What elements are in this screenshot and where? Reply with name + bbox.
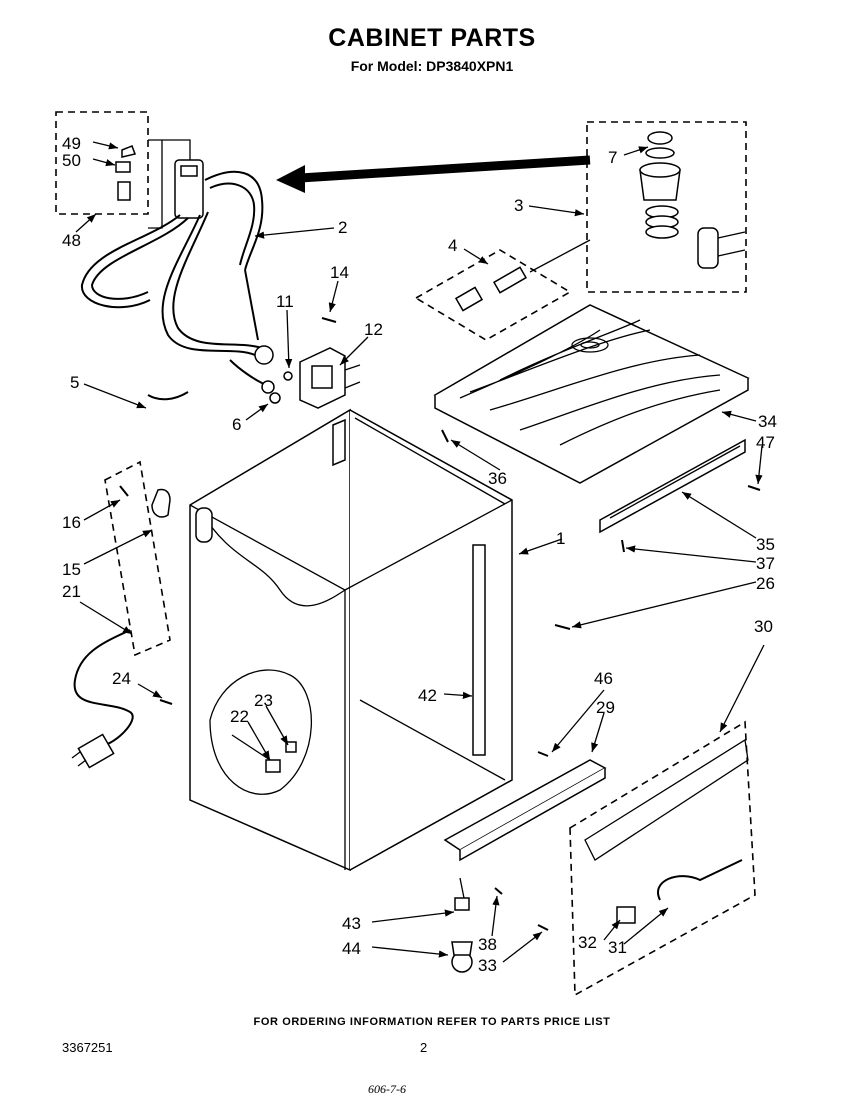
direction-arrowhead (276, 165, 305, 193)
label-14: 14 (330, 263, 349, 282)
label-32: 32 (578, 933, 597, 952)
label-50: 50 (62, 151, 81, 170)
screws (119, 317, 761, 931)
base-rail (443, 759, 607, 862)
valve-filter-kit-box (586, 121, 747, 293)
label-44: 44 (342, 939, 361, 958)
label-33: 33 (478, 956, 497, 975)
direction-arrow (299, 155, 591, 183)
label-4: 4 (448, 236, 457, 255)
fill-valve-and-hoses (80, 159, 275, 394)
label-6: 6 (232, 415, 241, 434)
ordering-note: FOR ORDERING INFORMATION REFER TO PARTS … (253, 1016, 611, 1028)
label-24: 24 (112, 669, 131, 688)
side-rail (599, 438, 746, 534)
label-26: 26 (756, 574, 775, 593)
label-23: 23 (254, 691, 273, 710)
label-16: 16 (62, 513, 81, 532)
label-49: 49 (62, 134, 81, 153)
label-35: 35 (756, 535, 775, 554)
label-11: 11 (276, 292, 294, 311)
leader-lines (75, 141, 765, 963)
label-47: 47 (756, 433, 775, 452)
label-36: 36 (488, 469, 507, 488)
mounting-bracket (299, 347, 361, 409)
label-22: 22 (230, 707, 249, 726)
label-29: 29 (596, 698, 615, 717)
label-5: 5 (70, 373, 79, 392)
page-number: 2 (420, 1040, 428, 1055)
power-cord (71, 460, 171, 769)
page-title: CABINET PARTS (328, 24, 536, 52)
caster-assembly (451, 877, 473, 973)
toe-plate (569, 720, 756, 997)
label-31: 31 (608, 938, 627, 957)
valve-insert-kit-box (55, 111, 191, 229)
label-43: 43 (342, 914, 361, 933)
label-2: 2 (338, 218, 347, 237)
label-46: 46 (594, 669, 613, 688)
cabinet-body (189, 408, 513, 872)
label-42: 42 (418, 686, 437, 705)
inlet-tube-kit-box (414, 239, 591, 341)
label-7: 7 (608, 148, 617, 167)
label-12: 12 (364, 320, 383, 339)
label-3: 3 (514, 196, 523, 215)
model-subtitle: For Model: DP3840XPN1 (350, 58, 514, 74)
label-15: 15 (62, 560, 81, 579)
label-38: 38 (478, 935, 497, 954)
wood-top (433, 304, 750, 484)
document-number: 3367251 (62, 1040, 113, 1055)
label-37: 37 (756, 554, 775, 573)
label-21: 21 (62, 582, 81, 601)
label-48: 48 (62, 231, 81, 250)
label-1: 1 (556, 529, 565, 548)
label-30: 30 (754, 617, 773, 636)
label-34: 34 (758, 412, 777, 431)
part-labels: 49 50 48 2 3 7 4 14 11 12 5 6 34 47 36 1… (62, 134, 777, 975)
handwritten-note: 606-7-6 (368, 1082, 406, 1096)
